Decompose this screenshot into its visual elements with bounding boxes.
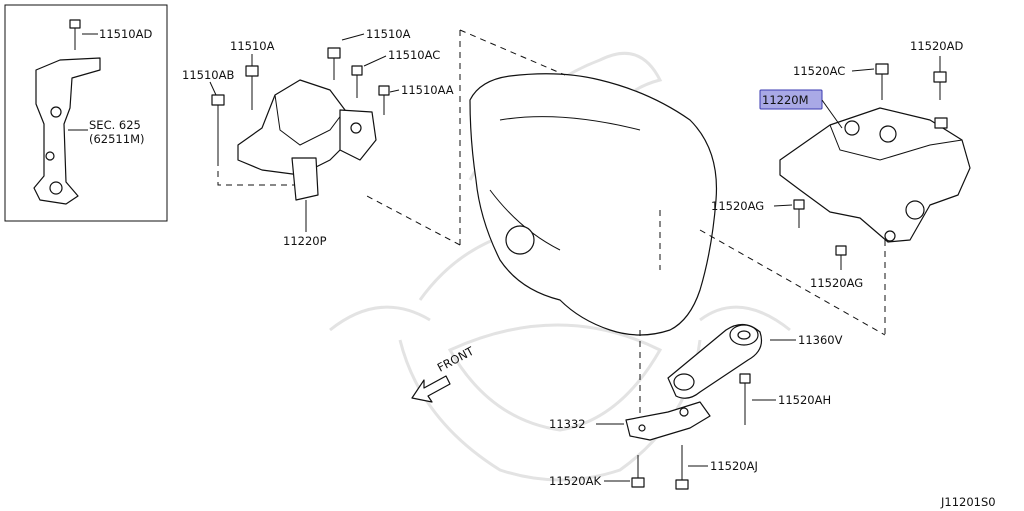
label-11520aj: 11520AJ [710,459,758,473]
bolt-11520ad [933,71,947,100]
label-11510ab: 11510AB [182,68,234,82]
bolt-11520ag-lower [835,245,847,270]
bolt-11510ac [351,65,363,98]
label-11510aa: 11510AA [401,83,454,97]
engine-mount-11220p [237,79,377,201]
bolt-11520ak [631,455,645,488]
bolt-11510ad [69,19,81,50]
label-62511m: (62511M) [89,132,144,146]
label-11220m: 11220M [762,93,809,107]
bolt-11520ag-upper [793,199,805,228]
bolt-11520ac [875,63,889,100]
label-11520ac: 11520AC [793,64,845,78]
bolt-11520ah [739,373,751,425]
label-11360v: 11360V [798,333,843,347]
engine-pulley [505,225,535,255]
guide-lines [217,29,886,430]
label-11510ad: 11510AD [99,27,152,41]
label-11520ag-lower: 11520AG [810,276,863,290]
inset-panel: 11510AD SEC. 625 (62511M) [4,4,168,222]
engine-edge [499,116,641,131]
bracket-hole [49,181,63,195]
label-sec-625: SEC. 625 [89,118,141,132]
inset-frame [4,4,168,222]
label-11220p: 11220P [283,234,327,248]
diagram-code: J11201S0 [940,495,996,509]
bolt-11510a-left [245,65,259,110]
front-arrow [411,375,451,403]
mount-bracket [339,109,377,161]
label-11520ah: 11520AH [778,393,831,407]
bolt-11510aa [378,85,390,115]
engine-block [469,73,718,336]
label-11520ag-upper: 11520AG [711,199,764,213]
label-11520ad: 11520AD [910,39,963,53]
torque-rod-11360v [667,323,763,399]
bolt-11510ab [211,94,225,160]
bolt-11520aj [675,445,689,490]
label-11510ac: 11510AC [388,48,440,62]
bracket-hole [50,106,62,118]
label-11510a-right: 11510A [366,27,411,41]
label-11520ak: 11520AK [549,474,601,488]
engine-edge [489,189,561,251]
label-11510a-left: 11510A [230,39,275,53]
label-11332: 11332 [549,417,586,431]
bracket-62511m [33,57,101,205]
bracket-11332 [625,401,711,441]
mount-stud [291,157,319,201]
bracket-hole [45,151,55,161]
engine-mount-11220m [779,107,971,243]
label-11220m-highlight [759,89,823,110]
bolt-11510a-right [327,47,341,80]
